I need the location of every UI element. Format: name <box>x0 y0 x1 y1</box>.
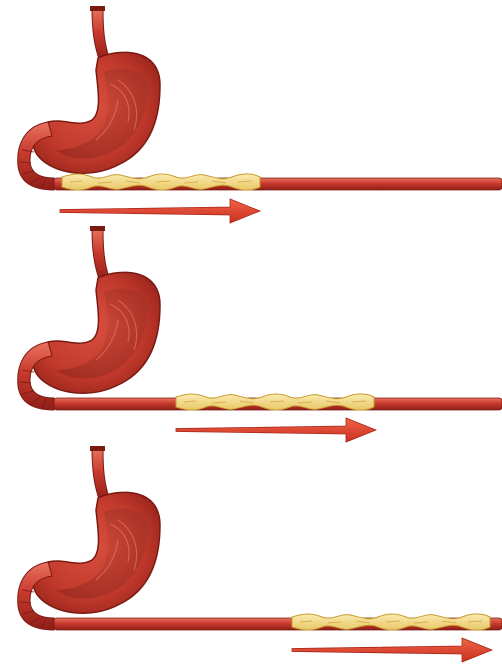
stomach-illustration <box>18 226 502 410</box>
stomach-illustration <box>18 6 502 190</box>
panel-1 <box>18 6 502 223</box>
panel-3 <box>18 446 502 662</box>
direction-arrow <box>176 418 376 442</box>
panel-2 <box>18 226 502 442</box>
direction-arrow <box>60 199 260 223</box>
direction-arrow <box>292 638 492 662</box>
stomach-illustration <box>18 446 502 630</box>
